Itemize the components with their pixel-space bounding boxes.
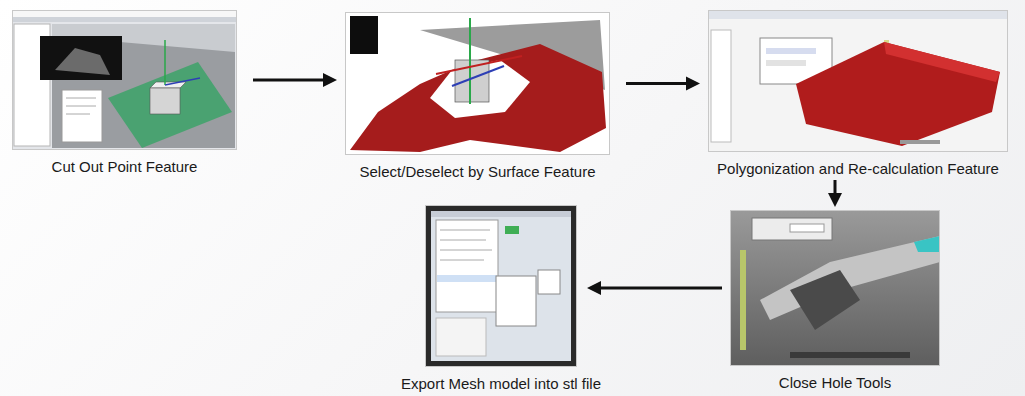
flow-arrow [587, 281, 722, 295]
axis [469, 18, 471, 104]
toolbar [12, 17, 237, 22]
menu-item [440, 230, 490, 231]
red-mesh [796, 42, 1000, 146]
axis [436, 56, 522, 74]
menu-bar [431, 211, 571, 217]
arrow-head [828, 193, 842, 207]
arrow-line [599, 287, 722, 290]
axis [164, 40, 166, 85]
step-caption: Export Mesh model into stl file [401, 375, 601, 393]
screenshot-close-hole [730, 210, 940, 366]
flow-arrow [828, 180, 842, 207]
dialog-field [766, 48, 816, 54]
list-panel [436, 318, 486, 356]
scrollbar [900, 140, 940, 144]
dialog-line [66, 98, 96, 99]
submenu [496, 276, 536, 326]
cyan-patch [914, 236, 940, 252]
step-caption: Close Hole Tools [779, 374, 891, 392]
dialog [752, 218, 832, 240]
arrow-line [626, 82, 688, 85]
title-bar [708, 10, 1008, 19]
screenshot-frame [730, 210, 940, 366]
red-surface [350, 44, 606, 152]
menu-highlight [437, 275, 497, 282]
arrow-head [686, 77, 700, 91]
green-plane [108, 62, 232, 148]
screenshot-step: Close Hole Tools [730, 210, 940, 392]
screenshot-frame [345, 12, 610, 155]
window-bg [345, 12, 610, 155]
hole [430, 60, 530, 118]
inset-image [350, 16, 378, 54]
screenshot-frame [708, 10, 1008, 152]
menu-item [440, 250, 492, 251]
dialog [62, 90, 102, 142]
dialog-field [790, 224, 824, 232]
screenshot-polygonization [708, 10, 1008, 152]
flow-arrow [626, 77, 700, 91]
arrow-line [834, 180, 837, 195]
screenshot-step: Export Mesh model into stl file [425, 205, 577, 393]
dialog-line [66, 106, 96, 107]
screenshot-frame [425, 205, 577, 367]
color-strip [740, 250, 746, 350]
screenshot-export [425, 205, 577, 367]
dialog-line [66, 114, 90, 115]
screenshot-step: Select/Deselect by Surface Feature [345, 12, 610, 181]
dark-shape [790, 270, 860, 330]
screen-photo [730, 210, 940, 366]
submenu [538, 270, 560, 294]
axis [452, 66, 504, 86]
terrain [52, 42, 235, 148]
step-caption: Polygonization and Re-calculation Featur… [717, 160, 999, 178]
step-caption: Select/Deselect by Surface Feature [360, 163, 596, 181]
menu-item [440, 240, 486, 241]
monitor-frame [425, 205, 577, 367]
green-tag [505, 226, 519, 234]
building [150, 88, 180, 114]
menu [436, 220, 498, 312]
dialog-field [766, 60, 806, 66]
screenshot-step: Cut Out Point Feature [12, 10, 237, 176]
mesh-edge [884, 42, 1000, 82]
inset-image [40, 36, 122, 80]
axis [165, 78, 200, 85]
menu-item [440, 260, 484, 261]
inset-shape [55, 48, 110, 75]
screenshot-cut-out [12, 10, 237, 150]
window-bg [708, 10, 1008, 152]
step-caption: Cut Out Point Feature [52, 158, 198, 176]
screen [431, 211, 571, 361]
arrow-head [323, 73, 337, 87]
screenshot-frame [12, 10, 237, 150]
side-list [711, 30, 731, 142]
screenshot-select-surface [345, 12, 610, 155]
status-bar [790, 352, 910, 358]
light-band [760, 236, 940, 320]
arrow-line [253, 79, 325, 82]
window-bg [12, 10, 237, 150]
flow-arrow [253, 73, 337, 87]
screenshot-step: Polygonization and Re-calculation Featur… [708, 10, 1008, 178]
title-bar [12, 10, 237, 17]
arrow-head [587, 281, 601, 295]
